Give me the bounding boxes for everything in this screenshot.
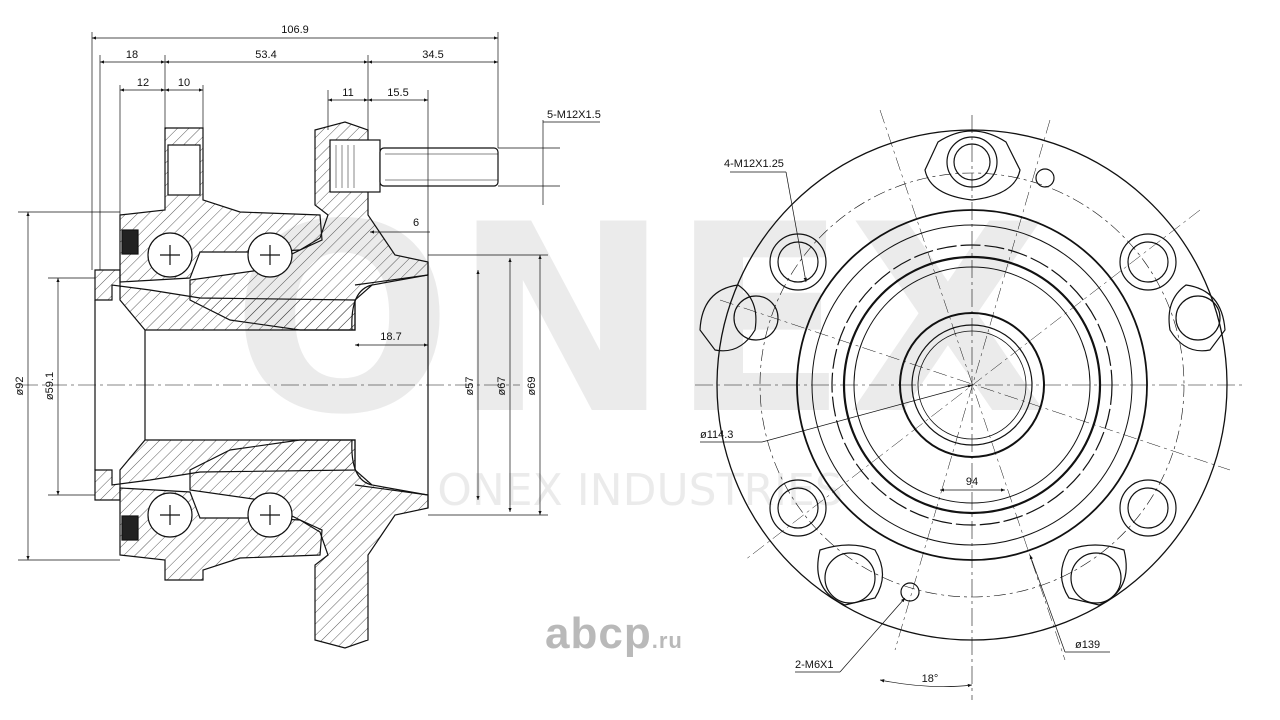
flange-outer-circle	[716, 129, 1228, 641]
side-dimensions	[18, 32, 600, 561]
angle-label: 18°	[922, 673, 939, 685]
pilot-label: 94	[966, 476, 978, 488]
bore-ring-2	[911, 324, 1033, 446]
stud-callout: 5-M12X1.5	[547, 109, 601, 121]
bearing-balls	[147, 232, 293, 538]
pcd-circle	[759, 172, 1185, 598]
inner-cup-lower	[94, 439, 356, 501]
hub-ring-4	[842, 255, 1102, 515]
bore-ring-3	[917, 330, 1027, 440]
dim-dia-59-1: ø59.1	[44, 372, 56, 400]
dim-overall-length: 106.9	[281, 24, 309, 36]
dim-12: 12	[137, 77, 149, 89]
logo-tld: .ru	[651, 628, 683, 653]
dim-6: 6	[413, 217, 419, 229]
dim-18: 18	[126, 49, 138, 61]
abcp-logo: abcp.ru	[545, 612, 683, 656]
hole-callout: 4-M12X1.25	[724, 158, 784, 170]
side-section-view	[20, 121, 520, 649]
dim-15-5: 15.5	[387, 87, 408, 99]
stud-lugs	[699, 130, 1226, 606]
dim-dia-92: ø92	[14, 377, 26, 396]
lug-bolt-hole	[167, 144, 201, 196]
bore-ring-1	[899, 312, 1045, 458]
hub-ring-1	[796, 209, 1148, 561]
dim-dia-57: ø57	[464, 377, 476, 396]
wheel-stud	[329, 139, 499, 193]
hub-ring-2	[811, 224, 1133, 546]
front-view	[695, 109, 1245, 700]
inner-cup-upper	[94, 269, 356, 331]
side-dimension-labels: 106.9 18 53.4 34.5 12 10 11 15.5 6 18.7 …	[14, 24, 601, 400]
front-dimensions	[700, 171, 1110, 688]
watermark-line: ONEX INDUSTRIES	[437, 465, 843, 516]
bolt-holes	[769, 233, 1177, 537]
dim-53-4: 53.4	[255, 49, 276, 61]
pcd-label: ø114.3	[700, 429, 733, 441]
dim-34-5: 34.5	[422, 49, 443, 61]
seal-lower	[121, 515, 139, 541]
m6-hole-bottom	[900, 582, 920, 602]
m6-hole-top	[1035, 168, 1055, 188]
hub-ring-5	[853, 266, 1091, 504]
hub-ring-3	[831, 244, 1113, 526]
flange-label: ø139	[1075, 639, 1100, 651]
dim-10: 10	[178, 77, 190, 89]
seal-upper	[121, 229, 139, 255]
dim-11: 11	[342, 87, 353, 99]
logo-text: abcp	[545, 609, 652, 658]
dim-dia-69: ø69	[526, 377, 538, 396]
front-dimension-labels: 4-M12X1.25 ø114.3 94 ø139 2-M6X1 18°	[700, 158, 1100, 685]
small-holes-label: 2-M6X1	[795, 659, 834, 671]
dim-dia-67: ø67	[496, 377, 508, 396]
dim-bore-depth: 18.7	[380, 331, 401, 343]
